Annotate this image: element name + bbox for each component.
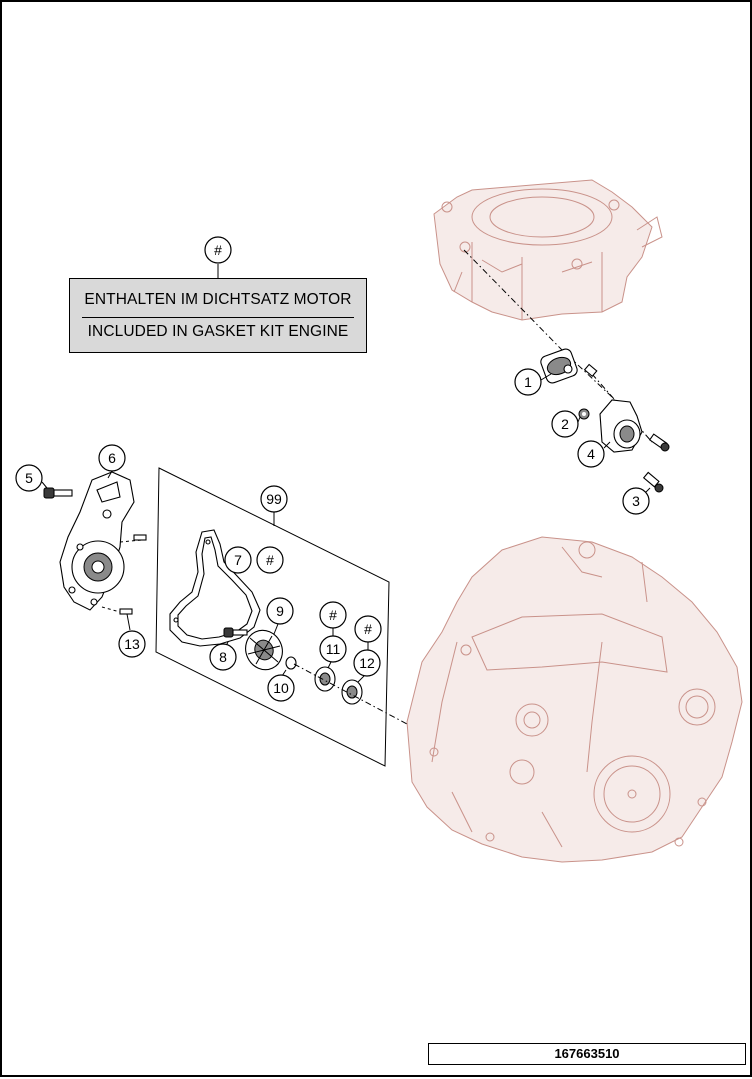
- svg-text:#: #: [214, 242, 222, 258]
- svg-text:9: 9: [276, 603, 284, 619]
- note-text-english: INCLUDED IN GASKET KIT ENGINE: [87, 323, 349, 340]
- svg-text:7: 7: [234, 552, 242, 568]
- callout-7-gasket-kit-marker[interactable]: #: [256, 546, 284, 574]
- callout-12[interactable]: 12: [353, 649, 381, 677]
- callout-6[interactable]: 6: [98, 444, 126, 472]
- svg-text:11: 11: [326, 641, 341, 657]
- callout-3[interactable]: 3: [622, 487, 650, 515]
- callout-2[interactable]: 2: [551, 410, 579, 438]
- shaft-seal-12: [341, 679, 363, 705]
- note-text-german: ENTHALTEN IM DICHTSATZ MOTOR: [84, 291, 352, 308]
- cylinder-ghost: [433, 179, 663, 321]
- callout-5[interactable]: 5: [15, 464, 43, 492]
- callout-note-marker[interactable]: #: [204, 236, 232, 264]
- bolt-5: [43, 487, 73, 499]
- svg-text:5: 5: [25, 470, 33, 486]
- water-pump-cover-6: [59, 471, 143, 613]
- o-ring-2: [578, 408, 590, 420]
- callout-10[interactable]: 10: [267, 674, 295, 702]
- shaft-seal-11: [314, 666, 336, 692]
- shaft-axis-line: [293, 663, 408, 725]
- bolt-3: [642, 471, 664, 493]
- svg-text:4: 4: [587, 446, 595, 462]
- callout-1[interactable]: 1: [514, 368, 542, 396]
- svg-text:12: 12: [359, 655, 375, 671]
- screw-small-a: [133, 534, 147, 541]
- callout-12-gasket-kit-marker[interactable]: #: [354, 615, 382, 643]
- svg-text:10: 10: [273, 680, 289, 696]
- svg-text:#: #: [364, 621, 372, 637]
- gasket-7: [169, 529, 261, 647]
- engine-ghost: [406, 536, 743, 863]
- callout-8[interactable]: 8: [209, 643, 237, 671]
- thermostat: [540, 348, 578, 384]
- svg-text:3: 3: [632, 493, 640, 509]
- bolt-8: [223, 627, 248, 638]
- o-ring-10: [285, 656, 297, 670]
- callout-7[interactable]: 7: [224, 546, 252, 574]
- callout-99[interactable]: 99: [260, 485, 288, 513]
- svg-text:#: #: [329, 607, 337, 623]
- svg-text:#: #: [266, 552, 274, 568]
- callout-4[interactable]: 4: [577, 440, 605, 468]
- svg-text:6: 6: [108, 450, 116, 466]
- bolt-housing: [648, 433, 670, 452]
- screw-small-b: [119, 608, 133, 615]
- svg-text:2: 2: [561, 416, 569, 432]
- svg-text:99: 99: [266, 491, 282, 507]
- callout-13[interactable]: 13: [118, 630, 146, 658]
- drawing-number-box: 167663510: [428, 1043, 746, 1065]
- gasket-kit-note: ENTHALTEN IM DICHTSATZ MOTOR INCLUDED IN…: [69, 278, 367, 353]
- svg-text:8: 8: [219, 649, 227, 665]
- svg-text:1: 1: [524, 374, 532, 390]
- svg-text:13: 13: [124, 636, 140, 652]
- impeller-9: [245, 629, 283, 671]
- callout-11-gasket-kit-marker[interactable]: #: [319, 601, 347, 629]
- note-divider: [82, 317, 354, 318]
- thermostat-housing-4: [599, 399, 643, 453]
- drawing-number: 167663510: [554, 1046, 620, 1061]
- callout-11[interactable]: 11: [319, 635, 347, 663]
- bolt-small-top: [583, 363, 598, 378]
- callout-9[interactable]: 9: [266, 597, 294, 625]
- repair-kit-frame: [155, 467, 390, 767]
